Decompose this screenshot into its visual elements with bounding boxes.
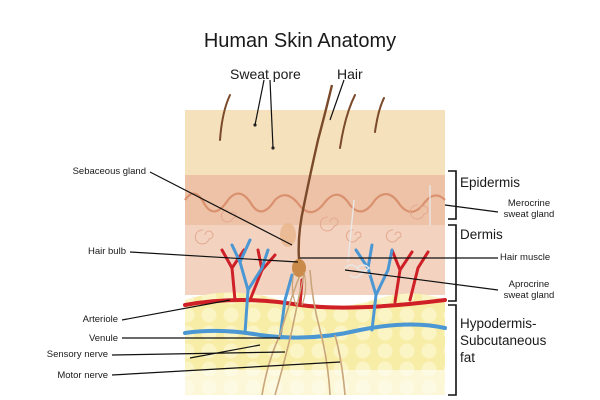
label-sweat-pore: Sweat pore	[230, 66, 301, 82]
label-hypodermis-line3: fat	[460, 350, 476, 365]
epidermis-wavy-edge	[184, 192, 446, 214]
skin-surface-layer	[185, 110, 445, 175]
hair-follicle	[280, 84, 334, 306]
label-merocrine-sweat-gland: Merocrine sweat gland	[498, 198, 560, 220]
label-hypodermis: Hypodermis- Subcutaneous fat	[460, 315, 546, 366]
label-sensory-nerve: Sensory nerve	[46, 349, 108, 360]
label-hypodermis-line1: Hypodermis-	[460, 316, 537, 331]
dermis-swirls	[194, 204, 429, 245]
label-merocrine-line2: sweat gland	[503, 209, 555, 220]
label-hair: Hair	[337, 66, 363, 82]
label-sebaceous-gland: Sebaceous gland	[72, 166, 146, 177]
leader-lines	[111, 79, 499, 376]
label-aprocrine-line1: Aprocrine	[508, 279, 550, 290]
label-motor-nerve: Motor nerve	[57, 370, 108, 381]
label-arteriole: Arteriole	[82, 314, 118, 325]
vein-vessels	[183, 238, 447, 340]
epidermis-layer	[185, 175, 445, 225]
layer-brackets	[448, 170, 457, 396]
surface-hairs	[219, 94, 385, 149]
fat-layer	[185, 292, 445, 395]
label-dermis: Dermis	[460, 227, 503, 242]
label-aprocrine-line2: sweat gland	[503, 290, 555, 301]
label-hair-bulb: Hair bulb	[87, 246, 126, 257]
nerve-fibers	[261, 269, 346, 396]
label-venule: Venule	[88, 333, 118, 344]
diagram-title: Human Skin Anatomy	[203, 30, 397, 52]
label-merocrine-line1: Merocrine	[507, 198, 551, 209]
fat-layer-fade	[185, 370, 445, 395]
label-hair-muscle: Hair muscle	[500, 252, 551, 263]
label-epidermis: Epidermis	[460, 175, 521, 190]
label-aprocrine-sweat-gland: Aprocrine sweat gland	[498, 279, 560, 301]
label-hypodermis-line2: Subcutaneous	[460, 333, 547, 348]
